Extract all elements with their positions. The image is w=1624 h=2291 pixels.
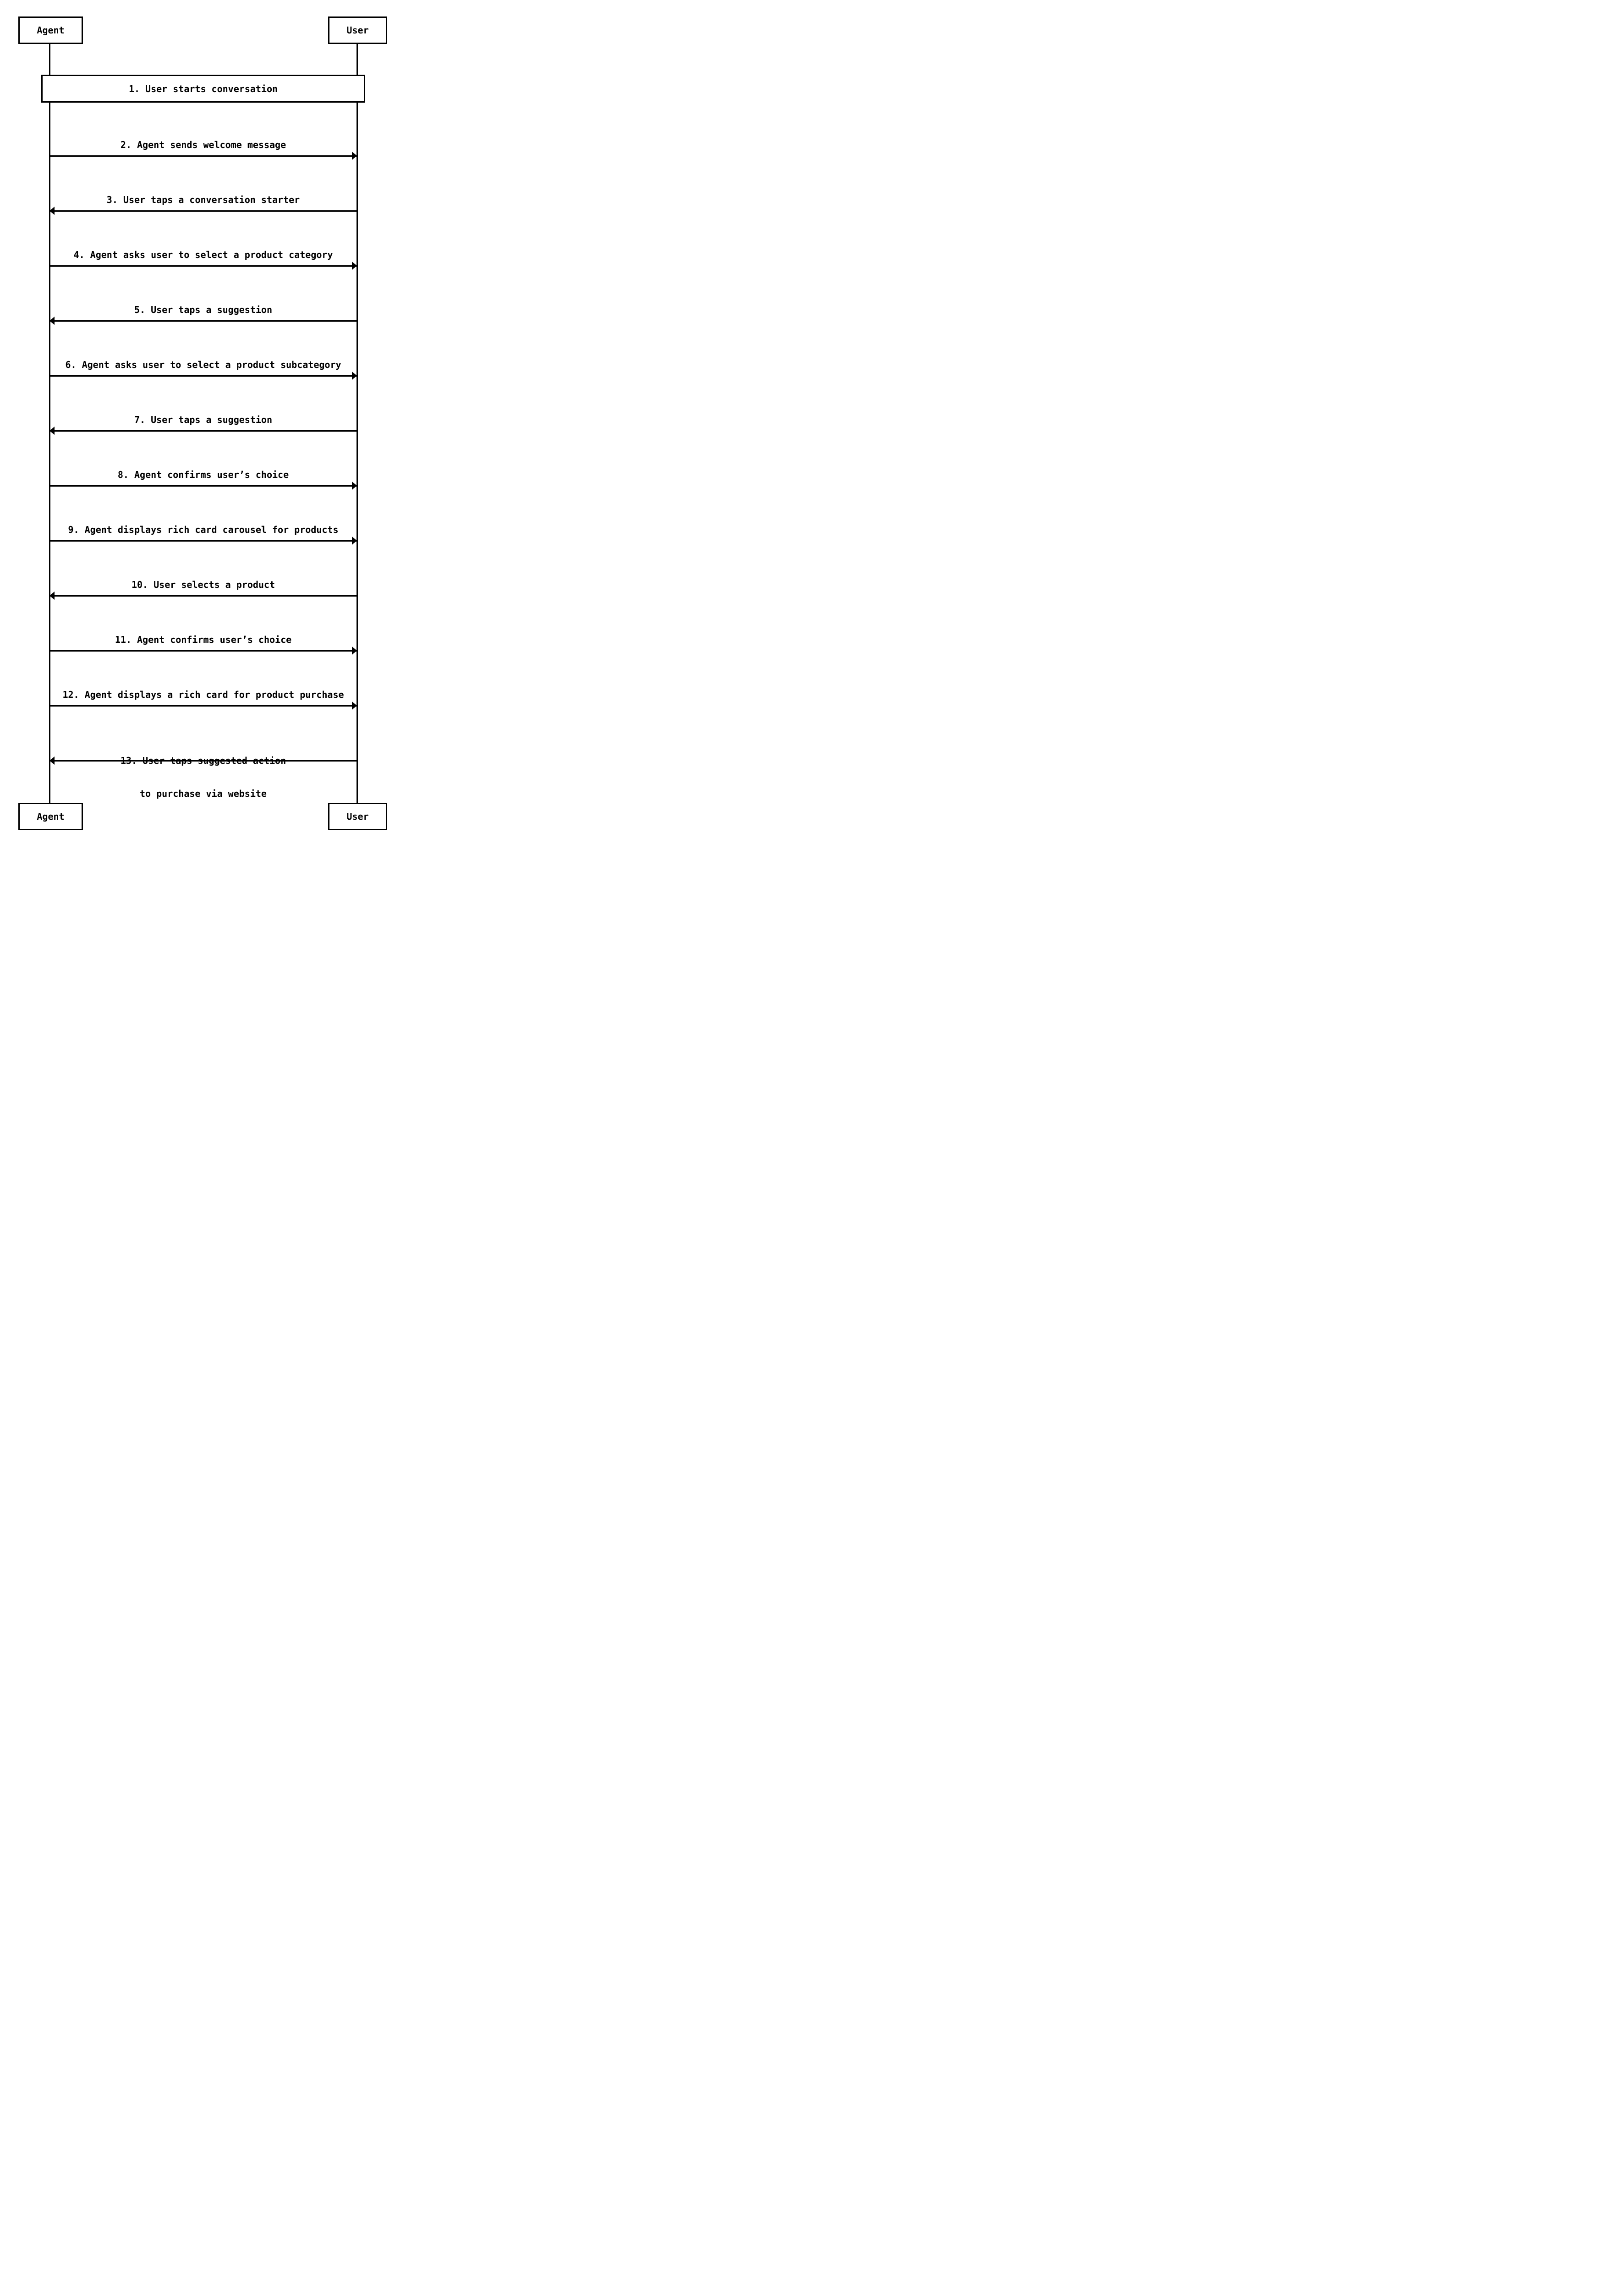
message-label: 9. Agent displays rich card carousel for… (68, 524, 339, 535)
message-line (49, 265, 357, 267)
sequence-diagram: Agent User 1. User starts conversation 2… (0, 0, 406, 852)
message-label: 5. User taps a suggestion (134, 304, 273, 315)
arrowhead-right (352, 702, 357, 710)
actor-label-user: User (346, 811, 369, 822)
arrowhead-right (352, 482, 357, 490)
arrowhead-left (49, 592, 55, 600)
actor-box-user-bottom: User (328, 803, 387, 830)
message-label: 11. Agent confirms user’s choice (115, 634, 292, 645)
message-label: 13. User taps suggested action to purcha… (49, 733, 357, 821)
arrowhead-left (49, 207, 55, 215)
arrowhead-left (49, 427, 55, 435)
arrowhead-right (352, 647, 357, 655)
actor-label-user: User (346, 25, 369, 36)
message-line (49, 540, 357, 542)
message-line (49, 760, 357, 762)
message-label-line-1: 13. User taps suggested action (120, 755, 286, 766)
message-line (49, 705, 357, 707)
lifeline-agent (49, 44, 50, 803)
actor-box-agent-bottom: Agent (18, 803, 83, 830)
message-label: 3. User taps a conversation starter (106, 194, 300, 205)
message-line (49, 155, 357, 157)
message-label-line-2: to purchase via website (140, 788, 267, 799)
actor-box-user-top: User (328, 16, 387, 44)
actor-label-agent: Agent (37, 811, 65, 822)
arrowhead-right (352, 537, 357, 545)
actor-label-agent: Agent (37, 25, 65, 36)
message-line (49, 650, 357, 652)
note-label: 1. User starts conversation (128, 83, 278, 94)
message-label: 10. User selects a product (131, 579, 275, 590)
lifeline-user (356, 44, 358, 803)
message-label: 2. Agent sends welcome message (120, 139, 286, 150)
message-line (49, 320, 357, 322)
message-label: 6. Agent asks user to select a product s… (65, 359, 341, 370)
message-line (49, 375, 357, 377)
message-line (49, 210, 357, 212)
arrowhead-left (49, 317, 55, 325)
note-step-1: 1. User starts conversation (41, 75, 365, 103)
arrowhead-left (49, 756, 55, 765)
message-label: 4. Agent asks user to select a product c… (73, 249, 333, 260)
message-label: 7. User taps a suggestion (134, 414, 273, 425)
message-line (49, 485, 357, 487)
arrowhead-right (352, 152, 357, 160)
message-line (49, 430, 357, 432)
arrowhead-right (352, 262, 357, 270)
arrowhead-right (352, 372, 357, 380)
actor-box-agent-top: Agent (18, 16, 83, 44)
message-line (49, 595, 357, 597)
message-label: 8. Agent confirms user’s choice (117, 469, 289, 480)
message-label: 12. Agent displays a rich card for produ… (62, 689, 344, 700)
